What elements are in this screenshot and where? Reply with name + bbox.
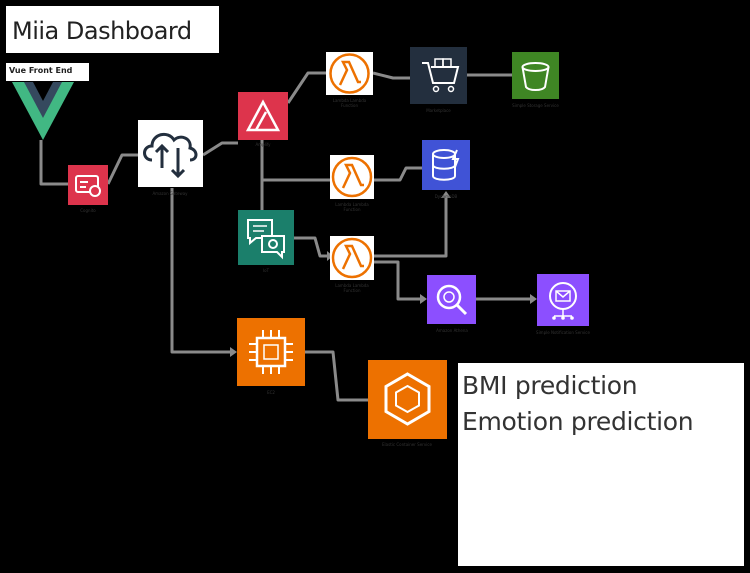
api-gateway-label: Amazon Gateway xyxy=(152,191,188,196)
line-amplify-lambda1 xyxy=(286,71,326,104)
iot-node[interactable] xyxy=(238,210,294,265)
ec2-label: EC2 xyxy=(267,390,275,395)
s3-node[interactable] xyxy=(512,52,559,99)
s3-bucket-icon xyxy=(521,62,550,91)
dynamodb-icon xyxy=(432,149,460,181)
vue-label: Vue Front End xyxy=(9,66,73,75)
line-ec2-ecs xyxy=(305,350,368,402)
s3-label: Simple Storage Service xyxy=(512,103,559,108)
lambda-3-label: Lambda Lambda Function xyxy=(335,283,369,293)
amplify-label: Amplify xyxy=(255,142,271,147)
amplify-icon xyxy=(245,99,281,132)
line-lambda3-dynamodb xyxy=(374,198,448,258)
api-gateway-node[interactable] xyxy=(138,120,203,187)
iot-label: IoT xyxy=(262,268,270,273)
lambda-1-node[interactable] xyxy=(326,52,373,95)
cloud-upload-download-icon xyxy=(143,132,198,179)
line-vue-cognito xyxy=(39,140,68,186)
athena-node[interactable] xyxy=(427,275,476,324)
dynamodb-label: DynamoDB xyxy=(434,194,458,199)
arrow-head-athena xyxy=(420,294,427,304)
dashboard-title: Miia Dashboard xyxy=(12,17,192,45)
lambda-icon xyxy=(329,53,370,94)
line-gateway-amplify xyxy=(202,141,238,157)
line-lambda3-athena xyxy=(374,260,420,301)
line-cognito-gateway xyxy=(106,153,138,185)
sns-mail-icon xyxy=(549,282,577,320)
marketplace-label: Marketplace xyxy=(426,108,451,113)
lambda-3-node[interactable] xyxy=(330,236,374,280)
emotion-prediction-text: Emotion prediction xyxy=(462,407,694,436)
athena-search-icon xyxy=(436,284,468,316)
amplify-node[interactable] xyxy=(238,92,288,140)
lambda-1-label: Lambda Lambda Function xyxy=(332,98,367,108)
line-lambda2-dynamodb xyxy=(374,166,422,182)
dynamodb-node[interactable] xyxy=(422,140,470,190)
ec2-node[interactable] xyxy=(237,318,305,386)
sns-label: Simple Notification Service xyxy=(536,330,590,335)
vue-logo-icon xyxy=(12,82,74,140)
cognito-node[interactable] xyxy=(68,165,108,205)
line-lambda1-marketplace xyxy=(372,71,410,80)
lambda-icon xyxy=(331,237,373,279)
arrow-head-sns xyxy=(530,294,537,304)
ecs-label: Elastic Container Service xyxy=(382,442,432,447)
athena-label: Amazon Athena xyxy=(436,328,468,333)
sns-node[interactable] xyxy=(537,274,589,326)
lambda-icon xyxy=(331,156,373,198)
predictions-box: BMI prediction Emotion prediction xyxy=(458,363,744,566)
iot-chat-icon xyxy=(247,219,285,260)
arrow-head-ec2 xyxy=(230,347,237,357)
ec2-chip-icon xyxy=(249,330,293,374)
ecs-node[interactable] xyxy=(368,360,447,439)
marketplace-cart-icon xyxy=(422,58,460,93)
cognito-icon xyxy=(75,175,101,197)
vue-label-box: Vue Front End xyxy=(6,63,89,81)
line-gateway-ec2 xyxy=(170,188,230,354)
bmi-prediction-text: BMI prediction xyxy=(462,371,638,400)
arrow-head-dynamodb xyxy=(441,191,451,198)
cognito-label: Cognito xyxy=(80,208,96,213)
ecs-hexagon-icon xyxy=(384,372,431,426)
dashboard-title-box: Miia Dashboard xyxy=(6,6,219,53)
marketplace-node[interactable] xyxy=(410,47,467,104)
lambda-2-label: Lambda Lambda Function xyxy=(335,202,369,212)
line-iot-lambda3 xyxy=(294,236,330,258)
lambda-2-node[interactable] xyxy=(330,155,374,199)
